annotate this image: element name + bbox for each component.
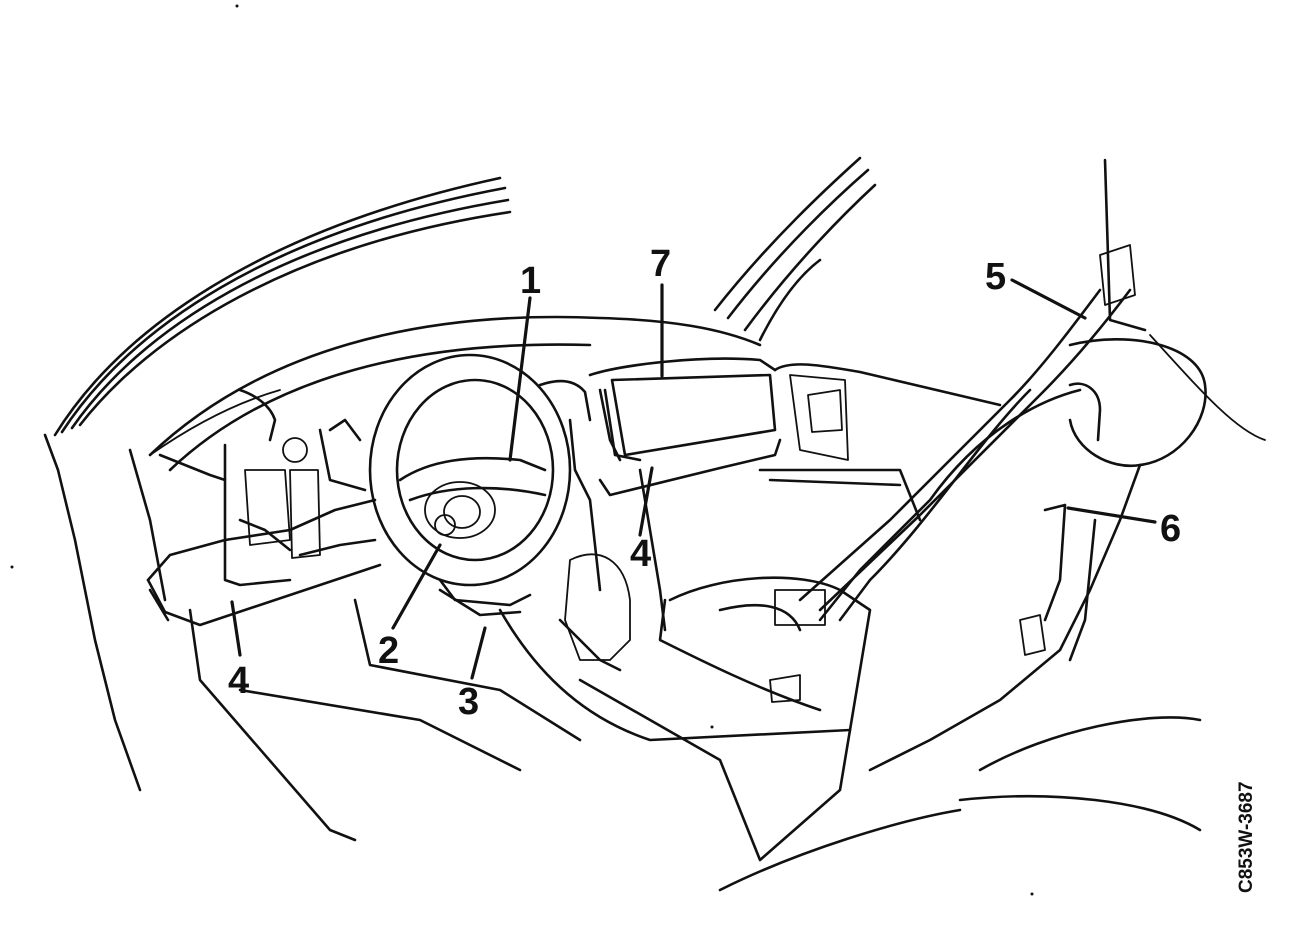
windshield-frame-right (713, 156, 1266, 441)
callout-4-left: 4 (228, 660, 250, 702)
callout-6: 6 (1160, 508, 1182, 550)
callout-2: 2 (378, 630, 400, 672)
steering-wheel (368, 353, 572, 617)
callout-7: 7 (650, 243, 672, 285)
windshield-frame-left (43, 176, 512, 792)
callout-1: 1 (520, 260, 542, 302)
callout-4-right: 4 (630, 533, 652, 575)
figure-code: C853W-3687 (1236, 781, 1257, 893)
seat-belt (769, 244, 1136, 703)
callout-3: 3 (458, 681, 480, 723)
passenger-seat (658, 338, 1207, 892)
dashboard (146, 315, 762, 627)
passenger-dash (588, 357, 1002, 522)
leader-lines (230, 278, 1157, 680)
callout-5: 5 (985, 256, 1007, 298)
